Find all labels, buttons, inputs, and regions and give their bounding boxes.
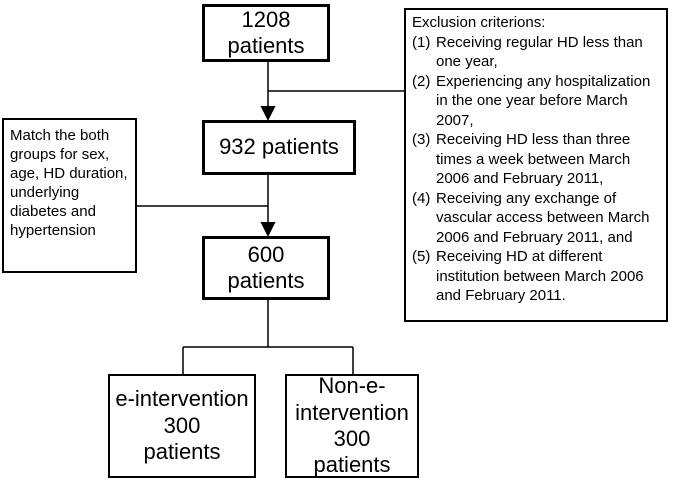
exclusion-item-text: Receiving HD less than three times a wee… [436,131,631,187]
exclusion-item: (4) Receiving any exchange of vascular a… [412,189,660,248]
box-600-patients: 600 patients [202,236,330,300]
exclusion-item-number: (3) [412,131,431,148]
exclusion-item-text: Receiving HD at different institution be… [436,248,644,304]
box-total-patients: 1208 patients [202,4,330,62]
match-criteria-box: Match the both groups for sex, age, HD d… [2,118,137,273]
exclusion-item-number: (4) [412,189,431,207]
exclusion-item-text: Receiving regular HD less than one year, [436,33,643,71]
exclusion-item: (2) Experiencing any hospitalization in … [412,72,660,131]
exclusion-item: (1) Receiving regular HD less than one y… [412,33,660,72]
exclusion-title: Exclusion criterions: [412,14,546,31]
exclusion-item-number: (5) [412,248,431,265]
exclusion-item: (3) Receiving HD less than three times a… [412,130,660,189]
exclusion-item-text: Experiencing any hospitalization in the … [436,72,651,129]
exclusion-item: (5) Receiving HD at different institutio… [412,247,660,306]
exclusion-item-number: (2) [412,72,431,90]
box-932-patients: 932 patients [202,120,356,175]
exclusion-item-number: (1) [412,33,431,51]
box-e-intervention: e-intervention 300 patients [108,374,256,478]
exclusion-criteria-box: Exclusion criterions: (1) Receiving regu… [404,8,668,322]
exclusion-item-text: Receiving any exchange of vascular acces… [436,189,650,246]
box-non-e-intervention: Non-e- intervention 300 patients [285,373,419,478]
